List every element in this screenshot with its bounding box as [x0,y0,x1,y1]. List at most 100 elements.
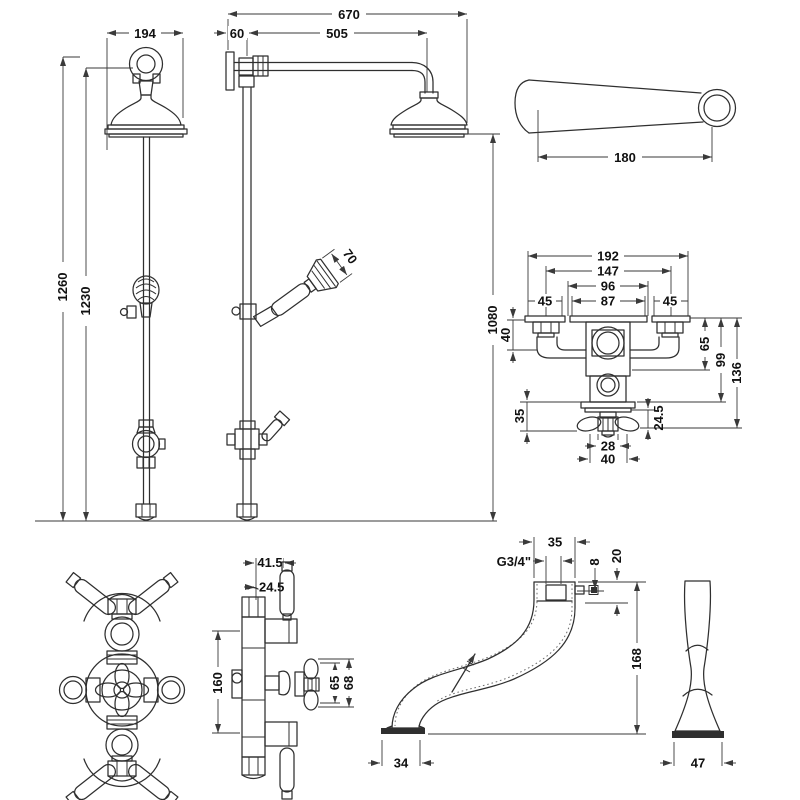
flow-arrow [451,653,476,693]
dim-label-99: 99 [713,353,728,367]
spout-side-view: G3/4" 35 8 20 168 [368,535,646,771]
dim-label-670: 670 [338,7,360,22]
dim-label-65: 65 [697,337,712,351]
bottom-port-lever [264,721,298,800]
dim-147: 147 [545,264,672,316]
spout-front-view: 47 [660,580,736,771]
riser-pipe-side [242,86,252,505]
dim-label-47: 47 [691,756,705,771]
spout-body [381,581,576,734]
bottom-levers [65,755,179,800]
valve-side-view: 41.5 24.5 [210,555,356,800]
diverter-front [131,419,166,469]
dim-label-24-5-side: 24.5 [259,580,284,595]
valve-body-view: 192 147 96 87 45 [498,249,744,467]
valve-plates [524,315,691,323]
dim-136: 136 [640,318,744,429]
dim-45-right: 45 [653,294,688,316]
diverter-side [226,410,291,460]
dim-20: 20 [585,549,628,616]
dim-99: 99 [637,318,728,403]
dim-label-194: 194 [134,26,156,41]
lever-hub [697,88,737,128]
dim-65-right: 65 [632,318,712,371]
dim-label-1230: 1230 [78,287,93,316]
dim-label-192: 192 [597,249,619,264]
dim-label-34: 34 [394,756,409,771]
dim-label-87: 87 [601,294,615,309]
dim-180: 180 [537,110,713,165]
dim-505: 505 [249,26,428,92]
dim-label-70: 70 [340,246,361,267]
dim-194: 194 [106,26,184,150]
dim-96: 96 [567,279,649,316]
dim-label-28: 28 [601,439,615,454]
top-cartridge [104,616,140,665]
dim-670: 670 [227,7,468,123]
dim-label-45-left: 45 [538,294,552,309]
bottom-cartridge [105,715,139,762]
dim-label-160: 160 [210,672,225,694]
dim-label-147: 147 [597,264,619,279]
top-levers [65,571,179,622]
dim-160: 160 [210,630,240,734]
dim-label-65-side: 65 [327,676,342,690]
riser-pipe-front [142,136,151,505]
bottom-union-side [236,503,258,521]
dim-1260: 1260 [55,56,80,521]
bottom-union-front [135,503,157,521]
dim-label-180: 180 [614,150,636,165]
dim-34: 34 [368,740,434,771]
dim-label-60: 60 [230,26,244,41]
crosshead-side [264,658,320,711]
side-unions [58,675,186,705]
handset-holder [231,303,257,320]
dim-60: 60 [214,26,248,56]
dim-70: 70 [322,246,361,283]
lever-handle-view: 180 [514,79,737,165]
dim-label-168: 168 [629,648,644,670]
dim-label-35: 35 [512,409,527,423]
dim-label-1080: 1080 [485,306,500,335]
dim-24-5-side: 24.5 [244,580,284,595]
dim-65-side: 65 [320,662,342,704]
dim-1230: 1230 [78,67,133,521]
spout-front-outline [672,580,724,738]
dim-label-505: 505 [326,26,348,41]
dim-1080: 1080 [466,133,501,521]
dim-label-40: 40 [498,328,513,342]
dim-label-8: 8 [587,558,602,565]
dim-label-68: 68 [341,676,356,690]
shower-head-side [389,91,469,138]
crosshead-valve-front-view [58,571,186,800]
valve-side-body [231,586,266,780]
dim-label-45-right: 45 [663,294,677,309]
dim-68: 68 [318,658,356,708]
valve-unions [532,321,684,359]
dim-label-41-5: 41.5 [257,555,282,570]
dim-label-20: 20 [609,549,624,563]
valve-body-casting [580,321,636,419]
lever-outline [514,79,737,134]
wall-flange [225,51,235,91]
wall-bracket [119,275,160,319]
shower-head-front [104,46,188,138]
dim-label-24-5: 24.5 [651,405,666,430]
dim-35-stem: 35 [512,389,581,444]
dim-45-left: 45 [528,294,563,316]
dim-24-5: 24.5 [631,398,666,440]
dim-40-left: 40 [498,307,537,363]
handset: 70 [252,246,361,328]
dim-168: 168 [428,581,646,735]
thread-callout: G3/4" [497,554,574,584]
dim-8: 8 [577,558,604,592]
dim-47: 47 [660,742,736,771]
thread-label: G3/4" [497,554,531,569]
dim-41-5: 41.5 [243,555,296,600]
shower-column-front-view: 194 1260 1230 [55,26,188,521]
dim-28: 28 [585,434,631,454]
dim-label-40b: 40 [601,452,615,467]
shower-column-side-view: 670 60 505 [35,7,501,522]
dim-label-96: 96 [601,279,615,294]
